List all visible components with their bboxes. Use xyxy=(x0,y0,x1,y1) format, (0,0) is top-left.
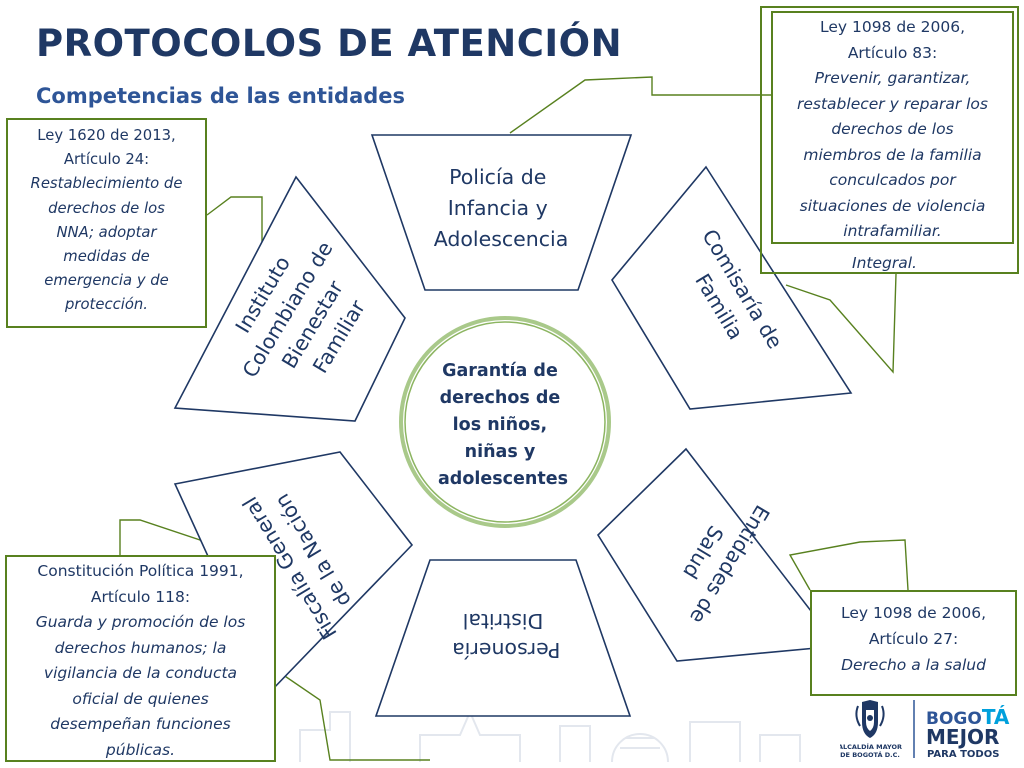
salud-shape xyxy=(596,447,840,662)
coat-of-arms-icon xyxy=(855,700,885,738)
connector-ley1098-27 xyxy=(788,539,909,591)
callout-desc-line: desempeñan funciones xyxy=(50,715,231,733)
callout-desc-line: oficial de quienes xyxy=(72,689,209,708)
personeria-label-group: Personería Distrital xyxy=(446,609,561,662)
callout-desc-line: emergencia y de xyxy=(44,272,169,290)
callout-ley1620: Ley 1620 de 2013, Artículo 24: Restablec… xyxy=(6,118,207,328)
skyline-decoration xyxy=(299,709,801,763)
callout-ref-line: Artículo 118: xyxy=(90,587,191,606)
callout-desc-line: medidas de xyxy=(63,248,150,266)
callout-ref-line: Ley 1620 de 2013, xyxy=(37,127,176,144)
alcaldia-text: ALCALDÍA MAYOR xyxy=(840,742,902,751)
callout-desc-line: derechos de los xyxy=(831,120,954,138)
page-title: PROTOCOLOS DE ATENCIÓN xyxy=(36,22,623,65)
icbf-shape xyxy=(173,175,406,422)
center-circle xyxy=(399,316,611,528)
callout-desc-line: derechos humanos; la xyxy=(54,638,227,657)
callout-ref-line: Ley 1098 de 2006, xyxy=(819,18,966,36)
callout-desc-line: miembros de la familia xyxy=(803,145,982,164)
comisaria-shape xyxy=(611,165,853,410)
callout-desc-line: situaciones de violencia xyxy=(799,196,986,215)
callout-desc-line: Guarda y promoción de los xyxy=(35,613,246,631)
mejor-text: MEJOR xyxy=(926,725,999,749)
connector-lines xyxy=(119,76,909,761)
callout-desc-line: Restablecimiento de xyxy=(30,175,183,193)
para-todos-text: PARA TODOS xyxy=(927,749,999,760)
policia-shape xyxy=(370,134,633,291)
connector-bottom xyxy=(275,669,430,761)
callout-desc-line: NNA; adoptar xyxy=(56,223,157,241)
callout-desc-line: públicas. xyxy=(105,740,176,759)
connector-ley1098-83 xyxy=(509,76,771,134)
integral-text: Integral. xyxy=(852,254,917,272)
connector-ley1620 xyxy=(206,196,263,280)
callout-ref-line: Constitución Política 1991, xyxy=(37,562,244,580)
callout-ley1098-art83: Ley 1098 de 2006, Artículo 83: Prevenir,… xyxy=(771,11,1014,244)
alcaldia-text: DE BOGOTÁ D.C. xyxy=(840,750,900,759)
integral-frame xyxy=(760,6,1019,274)
center-circle-ring xyxy=(404,321,606,523)
callout-desc-line: Prevenir, garantizar, xyxy=(814,69,971,87)
page-subtitle: Competencias de las entidades xyxy=(36,84,406,108)
callout-desc-line: protección. xyxy=(65,296,148,314)
callout-ref-line: Artículo 83: xyxy=(847,43,938,62)
policia-label: Policía de Infancia y Adolescencia xyxy=(434,165,569,251)
callout-ref-line: Artículo 24: xyxy=(63,151,150,169)
callout-desc-line: restablecer y reparar los xyxy=(797,94,988,113)
bogota-text: BOGOTÁ xyxy=(926,705,1010,729)
callout-desc-line: vigilancia de la conducta xyxy=(43,664,238,682)
callout-desc-line: Derecho a la salud xyxy=(841,656,986,674)
callout-constitucion: Constitución Política 1991, Artículo 118… xyxy=(5,555,276,762)
callout-ref-line: Ley 1098 de 2006, xyxy=(840,604,987,622)
callout-desc-line: derechos de los xyxy=(48,199,165,217)
bogota-logo: ALCALDÍA MAYOR DE BOGOTÁ D.C. BOGOTÁ MEJ… xyxy=(840,700,1010,760)
connector-integral xyxy=(785,273,897,374)
callout-ref-line: Artículo 27: xyxy=(868,630,959,648)
callout-ley1098-art27: Ley 1098 de 2006, Artículo 27: Derecho a… xyxy=(810,590,1017,696)
personeria-label: Personería Distrital xyxy=(446,609,561,662)
personeria-shape xyxy=(374,559,632,717)
center-text: Garantía de derechos de los niños, niñas… xyxy=(438,361,568,489)
callout-desc-line: conculcados por xyxy=(829,171,956,189)
entity-shapes xyxy=(173,134,853,717)
callout-desc-line: intrafamiliar. xyxy=(843,222,942,240)
